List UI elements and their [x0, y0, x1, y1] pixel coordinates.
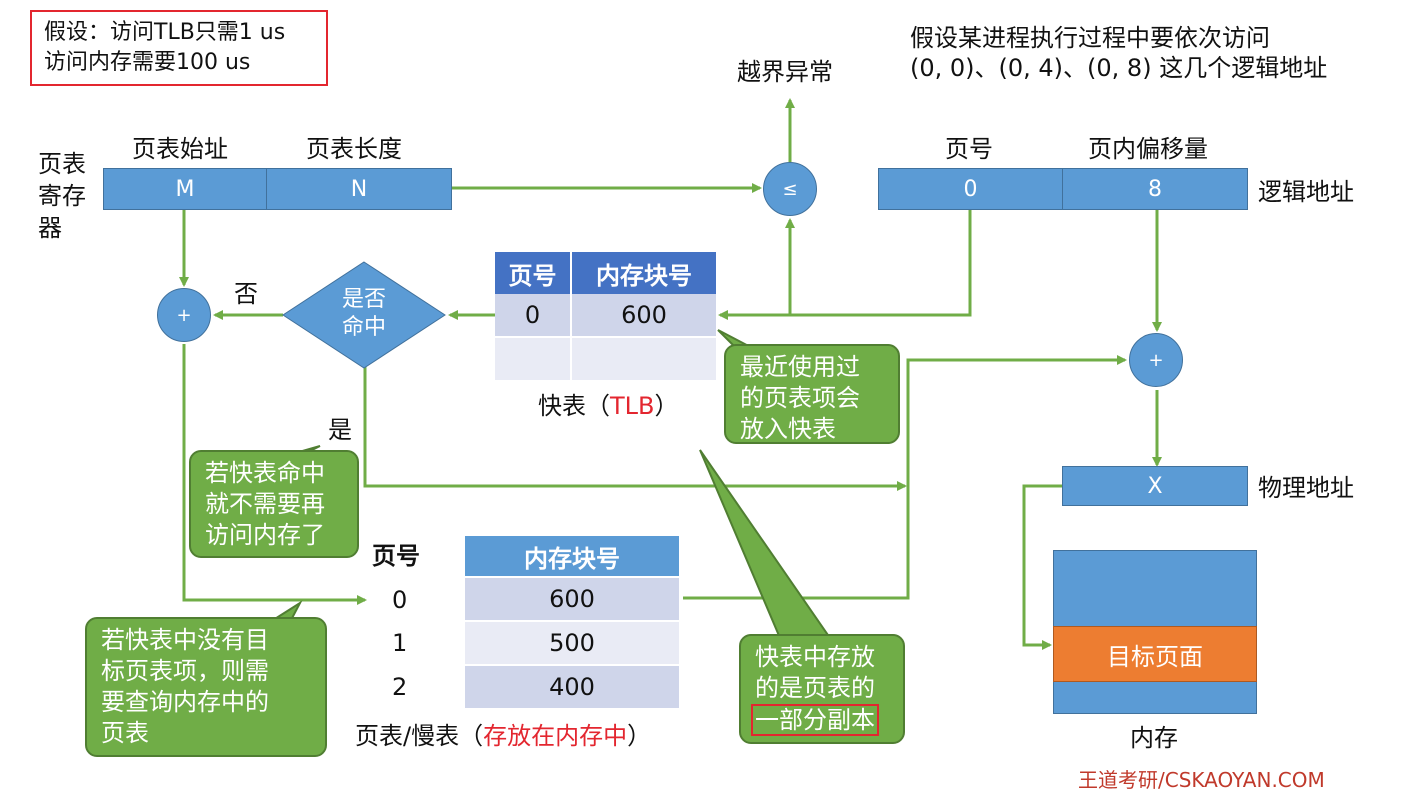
page-table-row-1-page: 0: [392, 586, 408, 614]
physical-address-label: 物理地址: [1258, 474, 1354, 502]
page-table-row-3-block: 400: [465, 666, 679, 708]
out-of-bounds-label: 越界异常: [737, 58, 833, 86]
page-offset-label: 页内偏移量: [1088, 135, 1208, 163]
callout-hit-line-1: 若快表命中: [205, 459, 325, 487]
target-page-block: 目标页面: [1053, 626, 1257, 682]
assumption-line-1: 假设：访问TLB只需1 us: [44, 20, 286, 45]
register-label-2: 寄存: [38, 182, 86, 210]
tlb-row-1-block: 600: [572, 294, 716, 336]
compare-circle: ≤: [763, 162, 817, 216]
tlb-header-page: 页号: [495, 252, 570, 294]
page-table-caption-suffix: ）: [627, 722, 652, 750]
register-label-1: 页表: [38, 150, 86, 178]
page-table-row-2-block: 500: [465, 622, 679, 664]
page-table-length-label: 页表长度: [306, 135, 402, 163]
callout-recent-line-2: 的页表项会: [740, 384, 860, 412]
tlb-caption: 快表（TLB）: [538, 390, 679, 422]
callout-miss-line-2: 标页表项，则需: [101, 657, 269, 685]
tlb-caption-highlight: TLB: [610, 392, 655, 420]
callout-copy-tail: [699, 449, 832, 639]
assumption-line-2: 访问内存需要100 us: [44, 50, 251, 75]
callout-copy-line-2: 的是页表的: [755, 674, 875, 702]
hit-decision-text: 是否 命中: [283, 286, 445, 342]
callout-copy-highlight: 一部分副本: [751, 704, 879, 736]
callout-recent-line-3: 放入快表: [740, 415, 836, 443]
page-table-row-2-page: 1: [392, 629, 408, 657]
tlb-caption-suffix: ）: [654, 392, 679, 420]
assumption-box: 假设：访问TLB只需1 us 访问内存需要100 us: [30, 10, 328, 86]
callout-hit: 若快表命中 就不需要再 访问内存了: [189, 450, 359, 558]
register-label-3: 器: [38, 214, 62, 242]
page-number-label: 页号: [945, 135, 993, 163]
callout-recent-line-1: 最近使用过: [740, 353, 860, 381]
callout-miss-line-4: 页表: [101, 719, 149, 747]
right-adder-circle: +: [1129, 333, 1183, 387]
callout-miss: 若快表中没有目 标页表项，则需 要查询内存中的 页表: [85, 617, 327, 757]
page-table-header-block: 内存块号: [465, 536, 679, 576]
callout-copy-line-1: 快表中存放: [755, 643, 875, 671]
callout-hit-line-2: 就不需要再: [205, 490, 325, 518]
intro-line-1: 假设某进程执行过程中要依次访问: [910, 24, 1270, 52]
tlb-row-2-page: [495, 338, 570, 380]
page-table-caption: 页表/慢表（存放在内存中）: [355, 720, 651, 752]
hit-decision-line-2: 命中: [341, 315, 386, 340]
physical-address-cell: X: [1062, 466, 1248, 506]
page-table-caption-prefix: 页表/慢表（: [355, 722, 484, 750]
left-adder-circle: +: [157, 288, 211, 342]
hit-decision-line-1: 是否: [341, 287, 386, 312]
page-table-length-cell: N: [266, 168, 452, 210]
page-table-start-label: 页表始址: [132, 135, 228, 163]
logical-page-cell: 0: [878, 168, 1063, 210]
tlb-header-block: 内存块号: [572, 252, 716, 294]
page-table-row-1-block: 600: [465, 578, 679, 620]
intro-line-2: (0, 0)、(0, 4)、(0, 8) 这几个逻辑地址: [910, 54, 1328, 82]
miss-no-label: 否: [234, 280, 258, 308]
hit-yes-label: 是: [328, 416, 352, 444]
arrow-physical-to-memory: [1022, 484, 1062, 650]
page-table-caption-highlight: 存放在内存中: [483, 722, 628, 750]
callout-miss-line-1: 若快表中没有目: [101, 626, 269, 654]
page-table-row-3-page: 2: [392, 673, 408, 701]
page-table-header-page: 页号: [372, 542, 420, 570]
arrow-adder-to-pagetable: [182, 344, 367, 605]
callout-copy: 快表中存放 的是页表的 一部分副本: [739, 634, 905, 744]
logical-address-label: 逻辑地址: [1258, 178, 1354, 206]
callout-miss-line-3: 要查询内存中的: [101, 688, 269, 716]
logical-offset-cell: 8: [1062, 168, 1248, 210]
memory-label: 内存: [1130, 724, 1178, 752]
tlb-row-1-page: 0: [495, 294, 570, 336]
brand-text: 王道考研/CSKAOYAN.COM: [1078, 768, 1325, 792]
tlb-row-2-block: [572, 338, 716, 380]
hit-decision-diamond: [282, 261, 446, 369]
callout-recent: 最近使用过 的页表项会 放入快表: [724, 344, 900, 444]
page-table-start-cell: M: [103, 168, 267, 210]
tlb-caption-prefix: 快表（: [538, 392, 610, 420]
callout-hit-line-3: 访问内存了: [205, 521, 325, 549]
arrow-page-to-tlb: [718, 210, 972, 320]
